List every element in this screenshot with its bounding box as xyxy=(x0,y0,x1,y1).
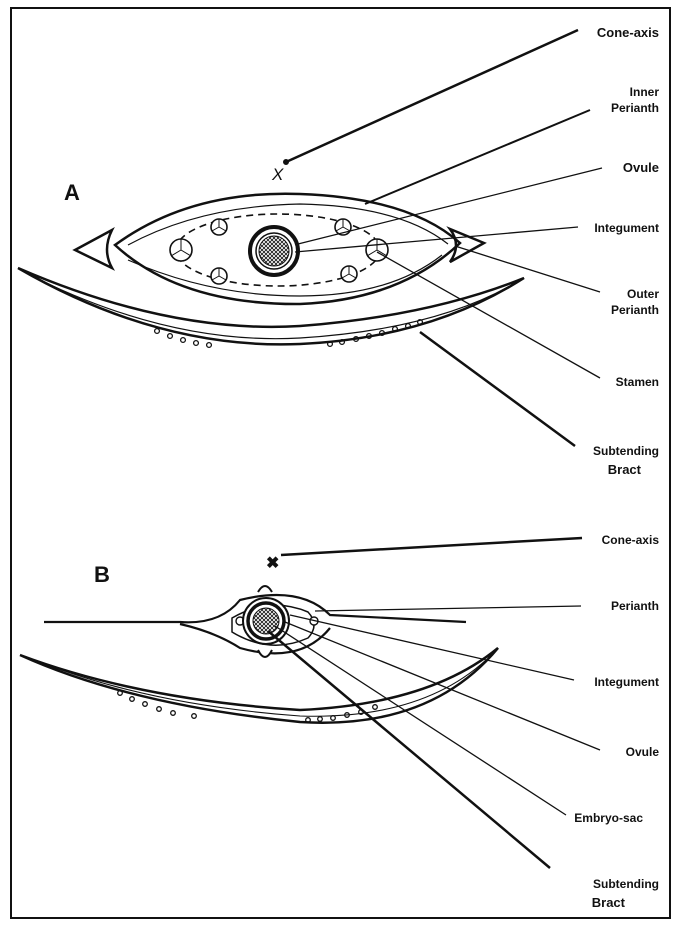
label-subtending: Subtending xyxy=(593,444,659,458)
label-embryo-sac: Embryo-sac xyxy=(574,811,643,825)
panel-a-leader-lines xyxy=(284,30,603,446)
stamen xyxy=(211,268,227,284)
label-stamen: Stamen xyxy=(616,375,659,389)
panel-a-outer-perianth-right xyxy=(450,229,484,262)
label-perianth-b: Perianth xyxy=(611,599,659,613)
panel-b-ovule xyxy=(243,586,289,657)
label-cone-axis: Cone-axis xyxy=(597,25,659,40)
panel-a-labels: Cone-axis Inner Perianth Ovule Integumen… xyxy=(593,25,659,477)
label-integument: Integument xyxy=(594,221,659,235)
panel-a-letter: A xyxy=(64,180,80,205)
panel-b-leader-lines xyxy=(268,538,600,868)
panel-a: A X xyxy=(18,25,659,477)
label-integument-b: Integument xyxy=(594,675,659,689)
stamen xyxy=(170,239,192,261)
label-outer: Outer xyxy=(627,287,659,301)
panel-b-labels: Cone-axis Perianth Integument Ovule Embr… xyxy=(574,533,659,910)
label-inner: Inner xyxy=(630,85,660,99)
panel-b-embryo-sac xyxy=(253,608,279,634)
stamen xyxy=(211,219,227,235)
panel-b-letter: B xyxy=(94,562,110,587)
stamen xyxy=(341,266,357,282)
label-ovule-b: Ovule xyxy=(626,745,660,759)
panel-a-subtending-bract xyxy=(18,268,524,344)
panel-a-ovule xyxy=(250,227,298,275)
label-inner-perianth: Perianth xyxy=(611,101,659,115)
label-ovule: Ovule xyxy=(623,160,659,175)
label-cone-axis-b: Cone-axis xyxy=(602,533,660,547)
label-bract: Bract xyxy=(608,462,642,477)
panel-b: B ✖ xyxy=(20,533,659,910)
label-outer-perianth: Perianth xyxy=(611,303,659,317)
label-subtending-b: Subtending xyxy=(593,877,659,891)
label-bract-b: Bract xyxy=(592,895,626,910)
panel-b-axis-mark: ✖ xyxy=(266,555,279,572)
panel-a-axis-mark: X xyxy=(271,165,284,184)
panel-a-outer-perianth-left xyxy=(75,230,112,268)
stamen xyxy=(366,239,388,261)
panel-b-subtending-bract xyxy=(20,648,498,723)
page-border xyxy=(11,8,670,918)
